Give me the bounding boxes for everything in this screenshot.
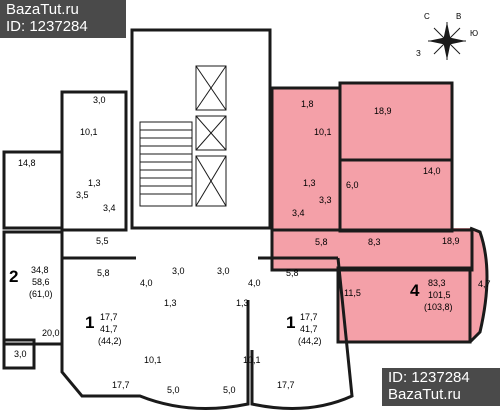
watermark-id: ID: 1237284 [388,369,470,386]
apartment-total-area: 58,6 [32,277,50,287]
room-area: 5,8 [315,237,328,247]
room-area: 5,8 [286,268,299,278]
apartment-label: 1 17,7 41,7 (44,2) [286,312,322,346]
apartment-area-with-balcony: (103,8) [424,302,453,312]
room-area: 5,5 [96,236,109,246]
room-area: 20,0 [42,328,60,338]
room-area: 18,9 [442,236,460,246]
room-area: 6,0 [346,180,359,190]
room-area: 1,3 [303,178,316,188]
apartment-total-area: 101,5 [428,290,451,300]
room-area: 3,0 [217,266,230,276]
compass-west: З [416,49,421,58]
room-area: 4,0 [140,278,153,288]
apartment-number: 2 [9,267,18,286]
room-area: 14,0 [423,166,441,176]
compass-east: В [456,12,461,21]
apartment-total-area: 41,7 [100,324,118,334]
room-area: 4,0 [248,278,261,288]
apartment-area-with-balcony: (44,2) [98,336,122,346]
room-areas: 3,0 10,1 14,8 1,3 3,5 3,4 5,5 5,8 4,0 3,… [14,95,491,395]
room-area: 5,0 [167,385,180,395]
room-area: 14,8 [18,158,36,168]
room-area: 18,9 [374,106,392,116]
room-area: 3,3 [319,195,332,205]
room-area: 11,5 [344,288,361,298]
apartment-label: 2 34,8 58,6 (61,0) [9,265,53,299]
stair-elevator-core [139,65,227,207]
room-area: 3,0 [14,349,27,359]
walls [2,28,489,410]
apartment-living-area: 34,8 [31,265,49,275]
watermark-site: BazaTut.ru [6,1,79,18]
highlighted-apartment [272,83,487,342]
compass-south: Ю [470,29,478,38]
apartment-number: 1 [286,313,295,332]
room-area: 1,3 [164,298,177,308]
room-area: 3,4 [103,203,116,213]
apartment-label: 4 83,3 101,5 (103,8) [410,278,453,312]
apartment-number: 4 [410,281,420,300]
room-area: 1,8 [301,99,314,109]
room-area: 5,0 [223,385,236,395]
room-area: 3,4 [292,208,305,218]
room-area: 5,8 [97,268,110,278]
watermark: BazaTut.ru ID: 1237284 [0,0,126,38]
apartment-number: 1 [85,313,94,332]
apartment-total-area: 41,7 [300,324,318,334]
room-area: 1,3 [88,178,101,188]
apartment-living-area: 17,7 [300,312,318,322]
compass-rose: С В Ю З [416,12,478,60]
room-area: 8,3 [368,237,381,247]
watermark-site: BazaTut.ru [388,386,461,403]
room-area: 3,5 [76,190,89,200]
room-area: 10,1 [314,127,332,137]
room-area: 10,1 [243,355,261,365]
apartment-area-with-balcony: (61,0) [29,289,53,299]
room-area: 17,7 [277,380,295,390]
watermark-id: ID: 1237284 [6,18,88,35]
apartment-living-area: 17,7 [100,312,118,322]
compass-north: С [424,12,430,21]
apartment-label: 1 17,7 41,7 (44,2) [85,312,122,346]
room-area: 10,1 [80,127,98,137]
room-area: 3,0 [93,95,106,105]
room-area: 1,3 [236,298,249,308]
room-area: 4,7 [478,279,491,289]
apartment-living-area: 83,3 [428,278,446,288]
room-area: 17,7 [112,380,130,390]
apartment-area-with-balcony: (44,2) [298,336,322,346]
room-area: 3,0 [172,266,185,276]
watermark: ID: 1237284 BazaTut.ru [382,368,500,406]
room-area: 10,1 [144,355,162,365]
